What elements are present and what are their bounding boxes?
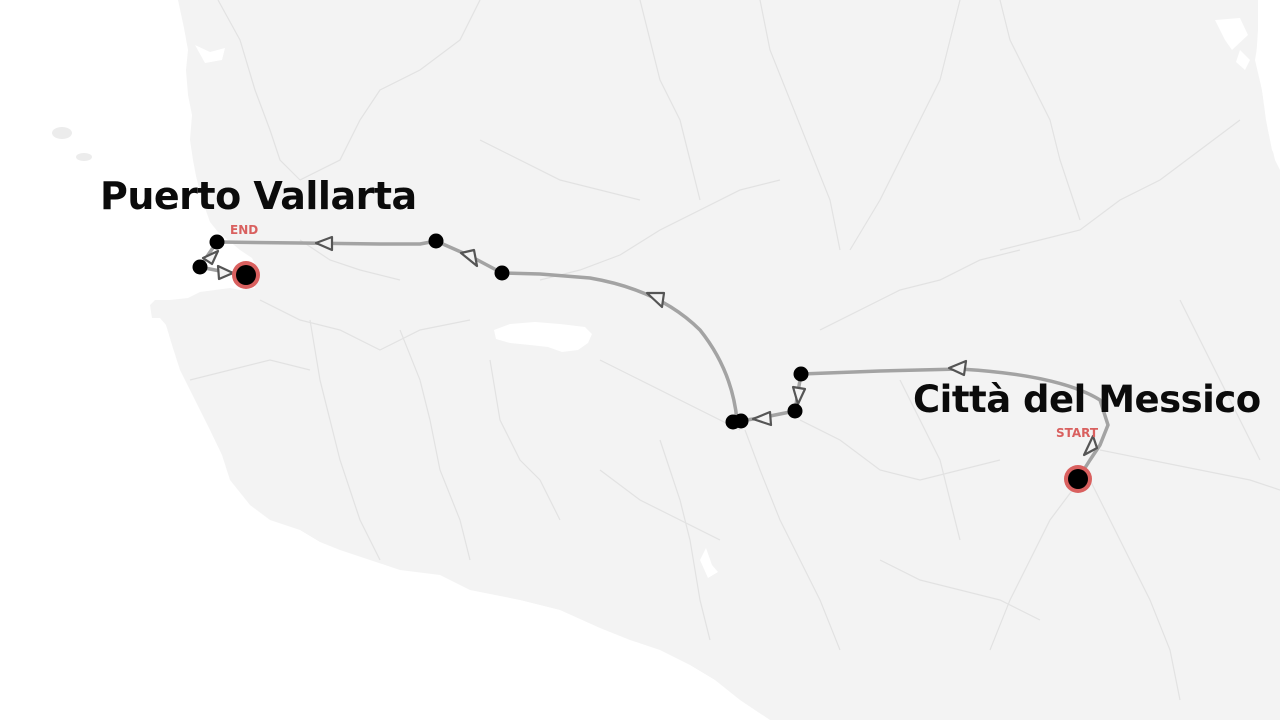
arrow-icon	[314, 235, 334, 252]
end-marker[interactable]	[232, 261, 260, 289]
arrow-icon	[459, 248, 479, 268]
waypoints	[192, 233, 809, 430]
waypoint-dot[interactable]	[494, 265, 510, 281]
arrow-icon	[947, 359, 968, 377]
lake-chapala	[494, 322, 592, 352]
waypoint-dot[interactable]	[725, 414, 741, 430]
end-marker-label: END	[230, 223, 259, 237]
arrow-icon	[645, 291, 666, 309]
arrow-icon	[216, 264, 235, 281]
arrow-icon	[1082, 434, 1099, 457]
waypoint-dot[interactable]	[192, 259, 208, 275]
lake	[1236, 50, 1250, 70]
island	[76, 153, 92, 161]
origin-city-label: Città del Messico	[913, 378, 1261, 421]
road-network	[189, 0, 1280, 701]
lake	[700, 548, 718, 578]
arrow-icon	[201, 249, 220, 266]
start-marker-label: START	[1056, 426, 1099, 440]
land-mass	[150, 0, 1280, 720]
waypoint-dot[interactable]	[209, 234, 225, 250]
arrow-icon	[751, 410, 773, 427]
island	[52, 127, 72, 139]
gulf-coast	[1256, 0, 1280, 165]
destination-city-label: Puerto Vallarta	[100, 174, 417, 218]
start-marker[interactable]	[1064, 465, 1092, 493]
arrow-icon	[791, 385, 807, 406]
lake	[1215, 18, 1248, 50]
waypoint-dot[interactable]	[793, 366, 809, 382]
lake	[195, 45, 225, 63]
direction-arrows	[201, 235, 1099, 457]
waypoint-dot[interactable]	[787, 403, 803, 419]
waypoint-dot[interactable]	[428, 233, 444, 249]
